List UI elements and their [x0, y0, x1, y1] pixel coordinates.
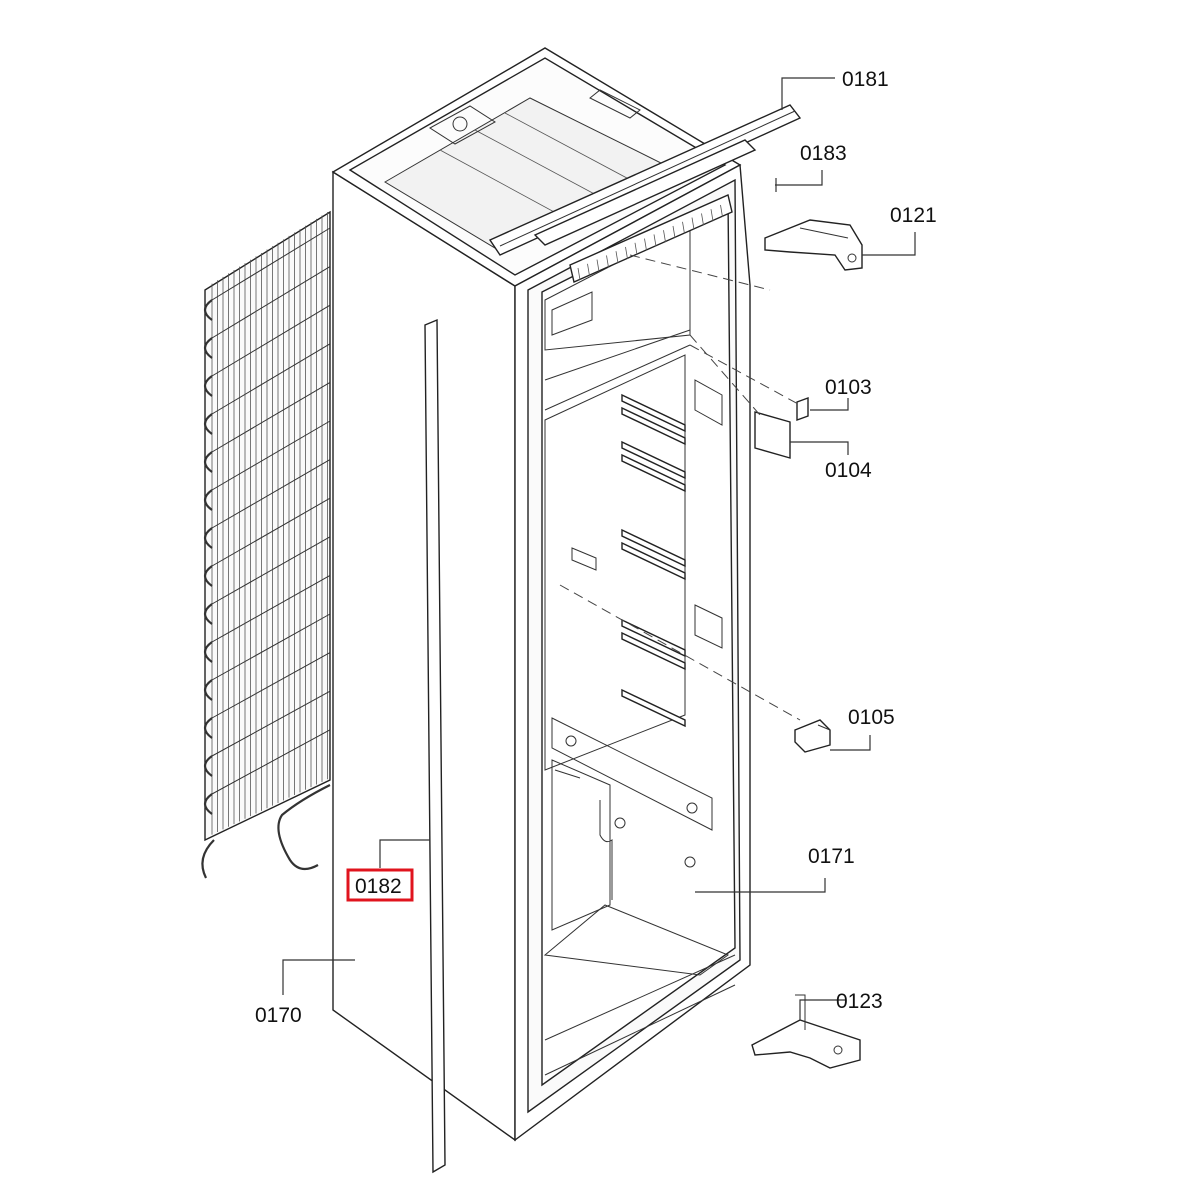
part-0181-top-rail: [488, 104, 802, 256]
coil-tube: [211, 343, 331, 415]
strip-tick: [644, 238, 647, 251]
coil-bend: [203, 603, 213, 625]
strip-tick: [577, 267, 581, 281]
cabinet-top: [331, 47, 742, 287]
strip-tick: [720, 204, 723, 218]
coil-tube: [211, 690, 331, 757]
strip-tick: [691, 217, 695, 230]
coil-bend: [203, 337, 213, 359]
strip-tick: [710, 209, 714, 222]
coil-tube: [211, 304, 331, 377]
coil-tube: [211, 613, 331, 681]
shelf-rail: [621, 406, 686, 446]
callout-0103: 0103: [825, 376, 872, 399]
coil-bend: [203, 413, 213, 435]
callout-0104: 0104: [825, 459, 872, 482]
part-0123-lower-hinge: [751, 994, 861, 1069]
coil-tube: [211, 227, 331, 301]
coil-bend: [203, 299, 213, 321]
shelf-rail: [621, 631, 686, 671]
cabinet-side-panel: [332, 170, 516, 1142]
highlight-box: [346, 868, 414, 902]
callout-0123: 0123: [836, 990, 883, 1013]
part-0182-vertical-strip: [424, 318, 446, 1174]
shelf-rail: [621, 440, 686, 480]
coil-tube: [211, 536, 331, 605]
coil-tube: [211, 381, 331, 453]
callout-0181: 0181: [842, 68, 889, 91]
part-0183-strip: [569, 194, 733, 283]
coil-bend: [203, 755, 213, 777]
strip-tick: [596, 259, 600, 272]
shelf-rail: [621, 453, 686, 493]
strip-tick: [587, 263, 590, 276]
part-0121-upper-hinge: [764, 219, 863, 271]
strip-tick: [615, 251, 619, 264]
callout-0170: 0170: [255, 1004, 302, 1027]
callout-0182: 0182: [355, 875, 402, 898]
strip-tick: [682, 221, 685, 234]
coil-bend: [203, 641, 213, 663]
coil-bend: [203, 375, 213, 397]
coil-bend: [203, 489, 213, 511]
callout-leaders: [282, 77, 916, 1020]
coil-tube: [211, 574, 331, 643]
strip-tick: [663, 230, 666, 243]
strip-tick: [634, 242, 638, 255]
strip-tick: [653, 234, 657, 247]
coil-bend: [203, 565, 213, 587]
condenser-coil: [201, 210, 331, 879]
shelf-rail: [621, 393, 686, 433]
callout-0183: 0183: [800, 142, 847, 165]
callout-0171: 0171: [808, 845, 855, 868]
coil-tube: [211, 497, 331, 567]
strip-tick: [672, 225, 676, 239]
coil-tube: [211, 266, 331, 339]
shelf-rail: [621, 688, 686, 728]
coil-tube: [211, 652, 331, 719]
coil-bend: [203, 527, 213, 549]
coil-tube: [211, 729, 331, 795]
strip-tick: [625, 246, 628, 260]
strip-tick: [606, 255, 609, 268]
part-0104-plate: [754, 411, 791, 459]
coil-tube: [211, 420, 331, 491]
callout-0121: 0121: [890, 204, 937, 227]
cabinet-front-frame: [514, 163, 751, 1142]
part-0103-clip: [796, 397, 809, 421]
coil-bend: [203, 679, 213, 701]
coil-bend: [203, 793, 213, 815]
coil-bend: [203, 717, 213, 739]
callout-labels: 0181 0183 0121 0103 0104 0105 0171 0123 …: [255, 68, 937, 1027]
coil-bend: [203, 451, 213, 473]
part-0105-cover: [794, 719, 831, 753]
strip-tick: [701, 213, 704, 226]
assembly-dashed-lines: [559, 254, 801, 721]
shelf-rail: [621, 528, 686, 568]
coil-tube: [211, 459, 331, 529]
callout-0105: 0105: [848, 706, 895, 729]
shelf-rail: [621, 541, 686, 581]
